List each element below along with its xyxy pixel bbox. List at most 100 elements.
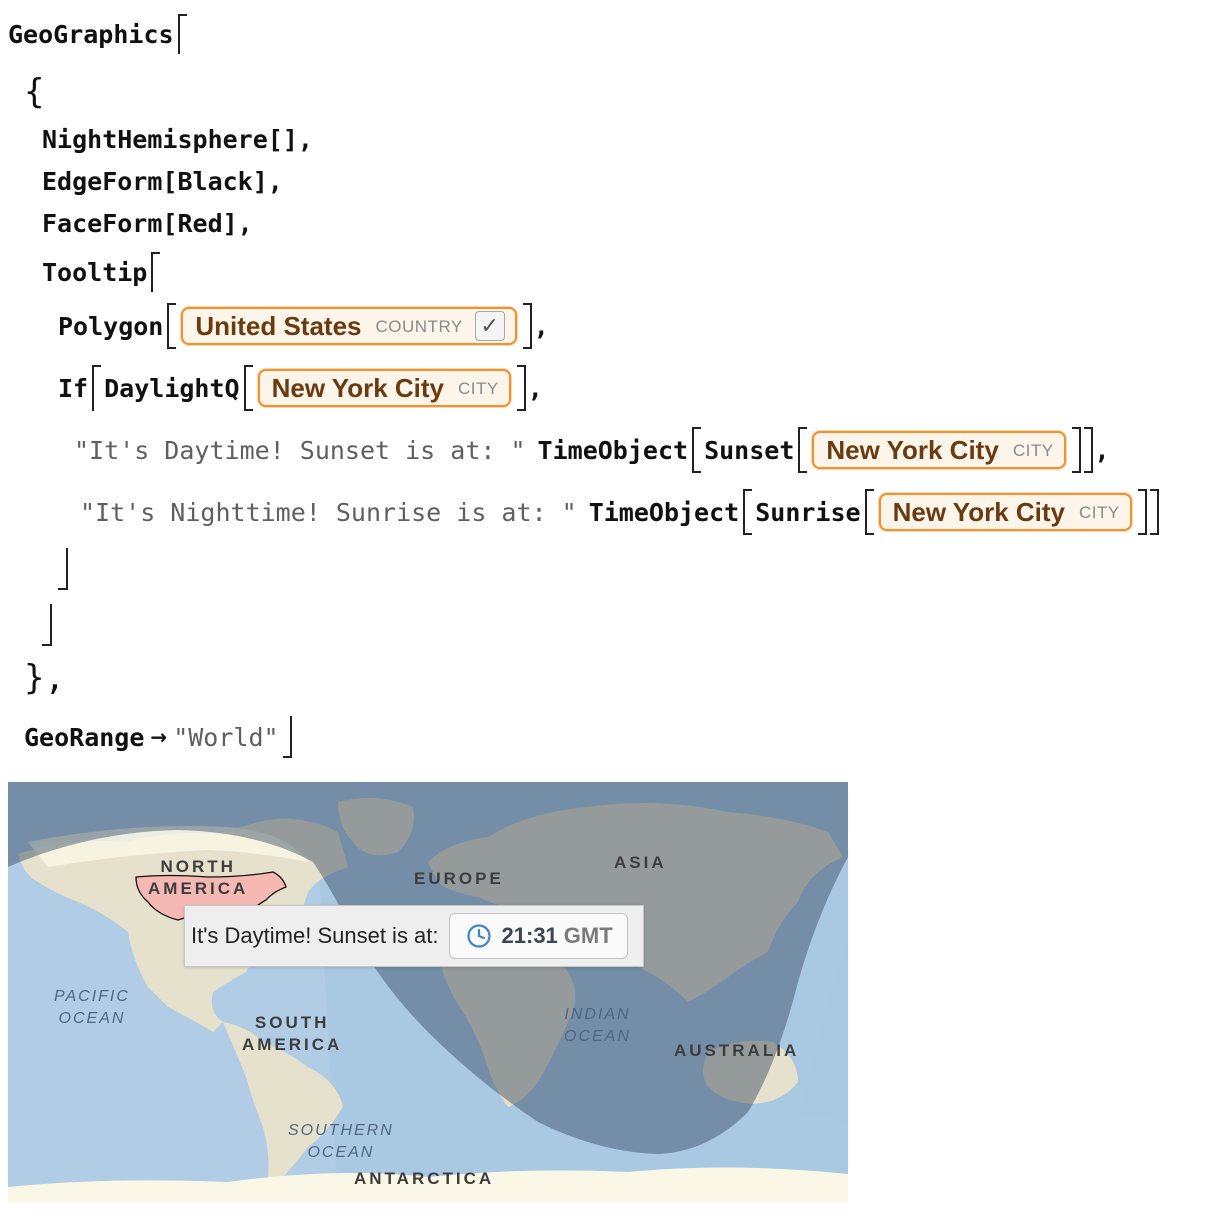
bracket-open <box>692 427 702 473</box>
time-object-chip[interactable]: 21:31 GMT <box>448 913 628 959</box>
fn-timeobject: TimeObject <box>588 497 740 527</box>
bracket-open <box>92 365 102 411</box>
label-line: SOUTH <box>254 1013 330 1032</box>
bracket-close <box>282 716 292 758</box>
label-europe: EUROPE <box>414 869 504 888</box>
land-south-america <box>223 1022 343 1182</box>
bracket-close <box>1149 489 1159 535</box>
comma: , <box>1094 435 1110 465</box>
label-line: SOUTHERN <box>288 1122 394 1139</box>
bracket-close <box>1071 427 1081 473</box>
label-line: PACIFIC <box>54 988 130 1005</box>
bracket-close <box>522 303 532 349</box>
bracket-open <box>243 365 253 411</box>
rule-arrow: → <box>150 725 168 749</box>
entity-new-york-city[interactable]: New York City CITY <box>878 493 1132 531</box>
label-asia: ASIA <box>614 853 667 872</box>
code-close-brace: }, <box>24 658 65 698</box>
code-line-face: FaceForm[Red], <box>42 210 253 236</box>
label-indian-ocean: INDIAN OCEAN <box>564 1004 631 1048</box>
bracket-open <box>798 427 808 473</box>
entity-new-york-city[interactable]: New York City CITY <box>257 369 511 407</box>
fn-geographics: GeoGraphics <box>8 19 174 49</box>
fn-sunrise: Sunrise <box>755 497 861 527</box>
entity-name: New York City <box>892 497 1066 527</box>
map-canvas <box>8 782 848 1202</box>
code-line-georange: GeoRange → "World" <box>24 716 294 758</box>
entity-type: CITY <box>1012 440 1054 460</box>
bracket-open <box>743 489 753 535</box>
code-line-if: If DaylightQ New York City CITY , <box>58 364 543 412</box>
land-north-america <box>18 818 348 1032</box>
code-line-night: NightHemisphere[], <box>42 126 313 152</box>
fn-daylightq: DaylightQ <box>104 373 240 403</box>
label-pacific-ocean: PACIFIC OCEAN <box>54 986 130 1030</box>
code-line-geographics: GeoGraphics <box>8 14 190 54</box>
fn-sunset: Sunset <box>704 435 795 465</box>
fn-polygon: Polygon <box>58 311 164 341</box>
fn-if: If <box>58 373 89 403</box>
code-line-daytime: "It's Daytime! Sunset is at: " TimeObjec… <box>74 426 1110 474</box>
entity-new-york-city[interactable]: New York City CITY <box>812 431 1066 469</box>
comma: , <box>527 373 543 403</box>
label-north-america: NORTH AMERICA <box>148 856 248 900</box>
polar-ice <box>28 826 308 867</box>
checkmark-icon[interactable]: ✓ <box>474 311 505 341</box>
land-eurasia <box>428 803 843 1002</box>
if-bracket-close <box>58 548 68 590</box>
code-line-tooltip: Tooltip <box>42 252 163 292</box>
entity-united-states[interactable]: United States COUNTRY ✓ <box>181 307 517 345</box>
fn-tooltip: Tooltip <box>42 257 148 287</box>
code-line-polygon: Polygon United States COUNTRY ✓ , <box>58 302 549 350</box>
land-greenland <box>338 798 414 856</box>
label-australia: AUSTRALIA <box>674 1041 800 1060</box>
comma: , <box>533 311 549 341</box>
close-brace: }, <box>24 658 65 698</box>
land-australia <box>703 1040 798 1104</box>
world-map[interactable]: NORTH AMERICA EUROPE ASIA PACIFIC OCEAN … <box>8 782 848 1202</box>
land-antarctica <box>8 1167 848 1202</box>
nighttime-string: "It's Nighttime! Sunrise is at: " <box>80 497 577 527</box>
label-line: OCEAN <box>58 1010 126 1027</box>
bracket-close <box>1137 489 1147 535</box>
entity-name: New York City <box>271 373 445 403</box>
label-south-america: SOUTH AMERICA <box>242 1012 342 1056</box>
night-hemisphere: NightHemisphere[], <box>42 124 313 154</box>
edge-form: EdgeForm[Black], <box>42 166 283 196</box>
land-africa <box>440 927 576 1107</box>
map-tooltip: It's Daytime! Sunset is at: 21:31 GMT <box>184 905 644 967</box>
time-zone: GMT <box>563 923 613 948</box>
fn-timeobject: TimeObject <box>537 435 689 465</box>
label-line: AMERICA <box>148 879 249 898</box>
entity-name: New York City <box>826 435 999 465</box>
open-brace: { <box>24 72 45 112</box>
label-line: AMERICA <box>242 1035 343 1054</box>
tooltip-text: It's Daytime! Sunset is at: <box>191 923 439 948</box>
night-overlay <box>8 782 848 1154</box>
code-line-edge: EdgeForm[Black], <box>42 168 283 194</box>
bracket-close <box>516 365 526 411</box>
label-southern-ocean: SOUTHERN OCEAN <box>288 1120 394 1164</box>
label-line: NORTH <box>160 857 236 876</box>
clock-icon <box>466 924 491 948</box>
entity-type: COUNTRY <box>375 316 463 336</box>
georange-key: GeoRange <box>24 722 145 752</box>
entity-type: CITY <box>1079 502 1120 522</box>
label-line: INDIAN <box>564 1006 631 1023</box>
code-open-brace: { <box>24 72 44 112</box>
face-form: FaceForm[Red], <box>42 208 253 238</box>
label-line: OCEAN <box>307 1144 375 1161</box>
tooltip-bracket-close <box>42 604 52 646</box>
bracket-open <box>167 303 177 349</box>
label-antarctica: ANTARCTICA <box>354 1169 495 1188</box>
bracket-open <box>151 252 161 292</box>
georange-value: "World" <box>173 722 279 752</box>
night-overlay-right <box>798 942 848 1122</box>
entity-name: United States <box>195 311 362 341</box>
bracket-open <box>177 14 187 54</box>
code-line-nighttime: "It's Nighttime! Sunrise is at: " TimeOb… <box>80 488 1161 536</box>
label-line: OCEAN <box>564 1028 631 1045</box>
entity-type: CITY <box>458 378 499 398</box>
daytime-string: "It's Daytime! Sunset is at: " <box>74 435 526 465</box>
time-value: 21:31 <box>501 923 558 948</box>
